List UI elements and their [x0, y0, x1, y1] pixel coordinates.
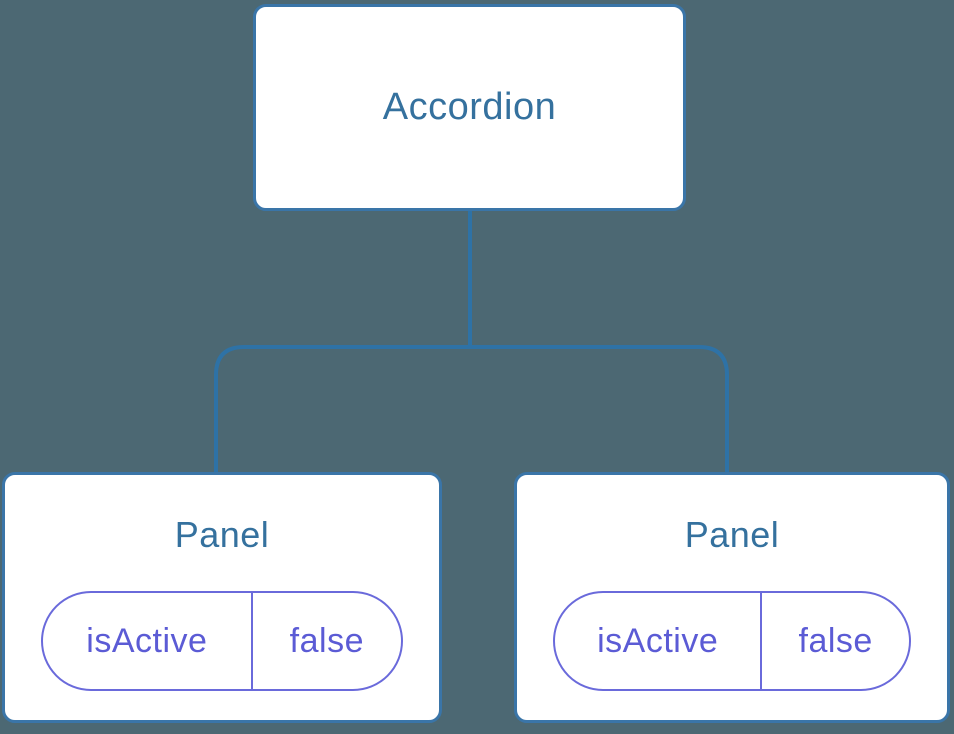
tree-node-accordion: Accordion [253, 4, 686, 211]
state-key: isActive [597, 621, 719, 660]
accordion-node-label: Accordion [382, 86, 557, 128]
state-value: false [250, 593, 401, 689]
state-key: isActive [86, 621, 208, 660]
connector-bracket [214, 345, 729, 473]
state-pill-right: isActive false [553, 591, 911, 691]
panel-right-label: Panel [684, 514, 780, 555]
tree-node-panel-right: Panel isActive false [514, 472, 950, 723]
panel-left-label: Panel [174, 514, 270, 555]
state-value: false [760, 593, 909, 689]
state-pill-left: isActive false [41, 591, 403, 691]
tree-node-panel-left: Panel isActive false [2, 472, 442, 723]
